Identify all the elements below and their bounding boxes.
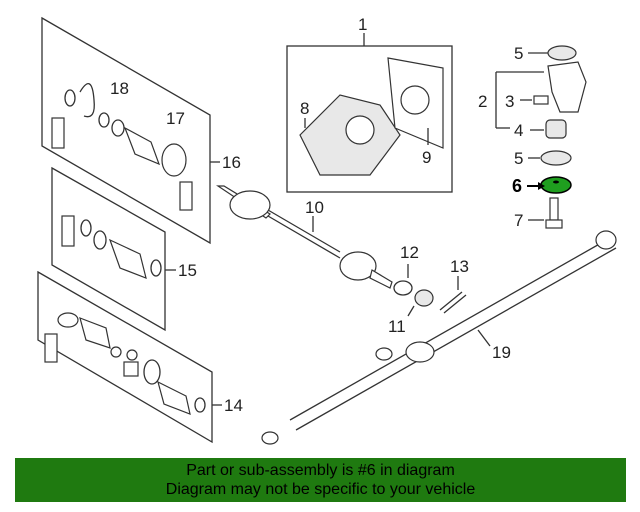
propeller-shaft-19 <box>261 230 617 445</box>
kit-panel-14 <box>37 270 222 444</box>
callout-11: 11 <box>388 317 406 336</box>
bushing-part-4 <box>530 119 567 139</box>
differential-box-1 <box>286 33 453 193</box>
callout-7: 7 <box>514 211 523 230</box>
callout-15: 15 <box>178 261 197 280</box>
callout-18: 18 <box>110 79 129 98</box>
callout-9: 9 <box>422 148 431 167</box>
bolt-part-7 <box>528 197 563 229</box>
callout-14: 14 <box>224 396 243 415</box>
callout-2: 2 <box>478 92 487 111</box>
callout-12: 12 <box>400 243 419 262</box>
pin-part-13 <box>439 276 467 314</box>
callout-8: 8 <box>300 99 309 118</box>
washer-part-5 <box>528 150 572 166</box>
callout-4: 4 <box>514 121 523 140</box>
info-banner: Part or sub-assembly is #6 in diagram Di… <box>15 458 626 502</box>
callout-5b: 5 <box>514 149 523 168</box>
banner-line-1: Part or sub-assembly is #6 in diagram <box>186 462 455 479</box>
callout-5a: 5 <box>514 44 523 63</box>
callout-16: 16 <box>222 153 241 172</box>
pin-part-3 <box>520 95 549 105</box>
carrier-part-2 <box>495 61 587 129</box>
callout-3: 3 <box>505 92 514 111</box>
callout-10: 10 <box>305 198 324 217</box>
callout-17: 17 <box>166 109 185 128</box>
callout-6: 6 <box>512 176 522 196</box>
kit-panel-15 <box>51 166 176 332</box>
callout-13: 13 <box>450 257 469 276</box>
washer-part-6-highlighted <box>527 176 572 194</box>
callout-1: 1 <box>358 15 367 34</box>
parts-diagram: 1 2 3 4 5 5 6 7 8 9 10 11 12 13 14 15 16… <box>37 15 617 445</box>
ring-part-12 <box>393 264 413 296</box>
half-shaft-10 <box>216 185 393 289</box>
callout-19: 19 <box>492 343 511 362</box>
banner-line-2: Diagram may not be specific to your vehi… <box>165 481 476 498</box>
nut-part-11 <box>407 289 434 317</box>
gear-part-5-top <box>528 45 577 61</box>
kit-panel-16 <box>41 16 220 245</box>
